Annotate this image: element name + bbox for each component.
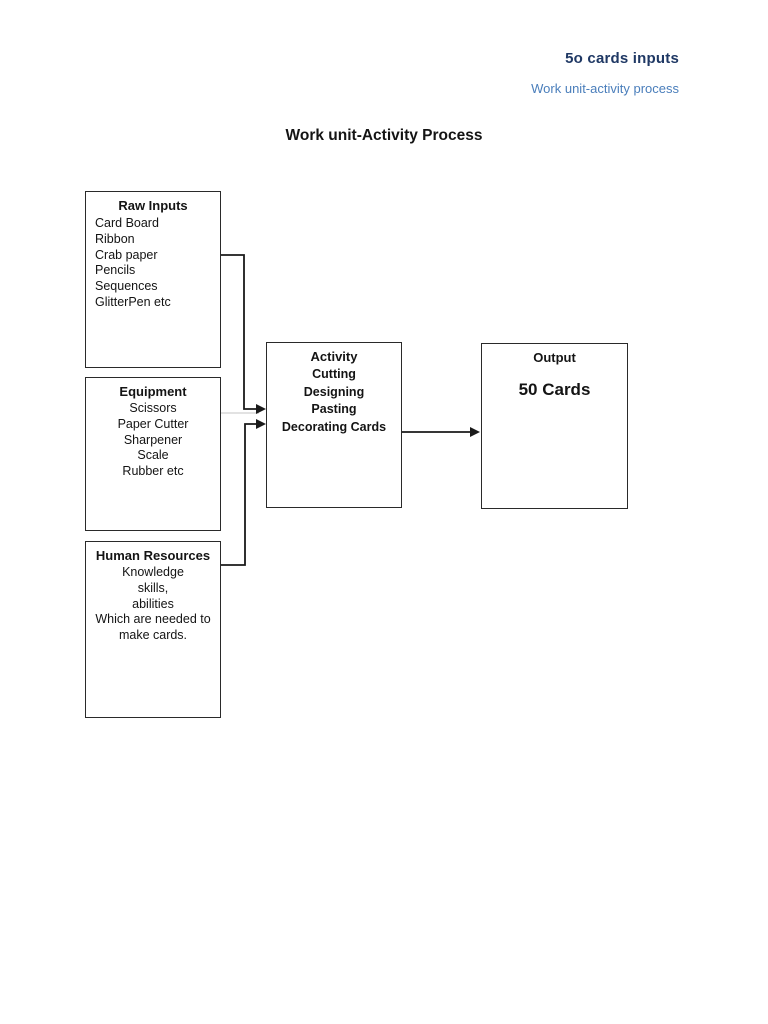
box-item: Card Board (95, 216, 159, 230)
box-item: Sequences (95, 279, 158, 294)
header-title: 5o cards inputs (565, 50, 679, 67)
arrowhead-activity-output (470, 427, 480, 437)
box-title-equipment: Equipment (119, 384, 187, 399)
box-item: Scale (137, 448, 169, 463)
box-item: skills, (137, 580, 169, 595)
box-item: Pencils (95, 263, 136, 278)
header-subtitle: Work unit-activity process (531, 81, 679, 96)
box-item: Ribbon (95, 231, 135, 246)
box-item: Designing (303, 384, 365, 399)
box-item: Scissors (129, 401, 177, 415)
doc-title: Work unit-Activity Process (285, 127, 483, 144)
arrowhead-human-activity (256, 419, 266, 429)
box-item: Crab paper (95, 247, 158, 262)
box-item: GlitterPen etc (95, 294, 171, 309)
box-title-raw-inputs: Raw Inputs (118, 198, 188, 213)
box-item: Which are needed to (95, 612, 211, 627)
connector-raw-activity (221, 254, 257, 410)
output-value: 50 Cards (518, 380, 591, 399)
box-item: Rubber etc (122, 464, 184, 479)
connector-human-activity (221, 423, 257, 566)
box-item: Paper Cutter (117, 416, 189, 431)
box-item: Decorating Cards (281, 419, 387, 434)
box-output: Output 50 Cards (481, 343, 628, 509)
box-item: Cutting (312, 367, 356, 381)
arrowhead-raw-activity (256, 404, 266, 414)
box-item: Knowledge (122, 565, 184, 579)
box-title-output: Output (533, 350, 576, 365)
box-item: Sharpener (123, 432, 183, 447)
box-item: make cards. (118, 628, 188, 643)
box-title-activity: Activity (310, 349, 358, 364)
box-item: Pasting (311, 402, 357, 417)
box-title-human-resources: Human Resources (95, 548, 211, 563)
box-item: abilities (132, 596, 174, 611)
